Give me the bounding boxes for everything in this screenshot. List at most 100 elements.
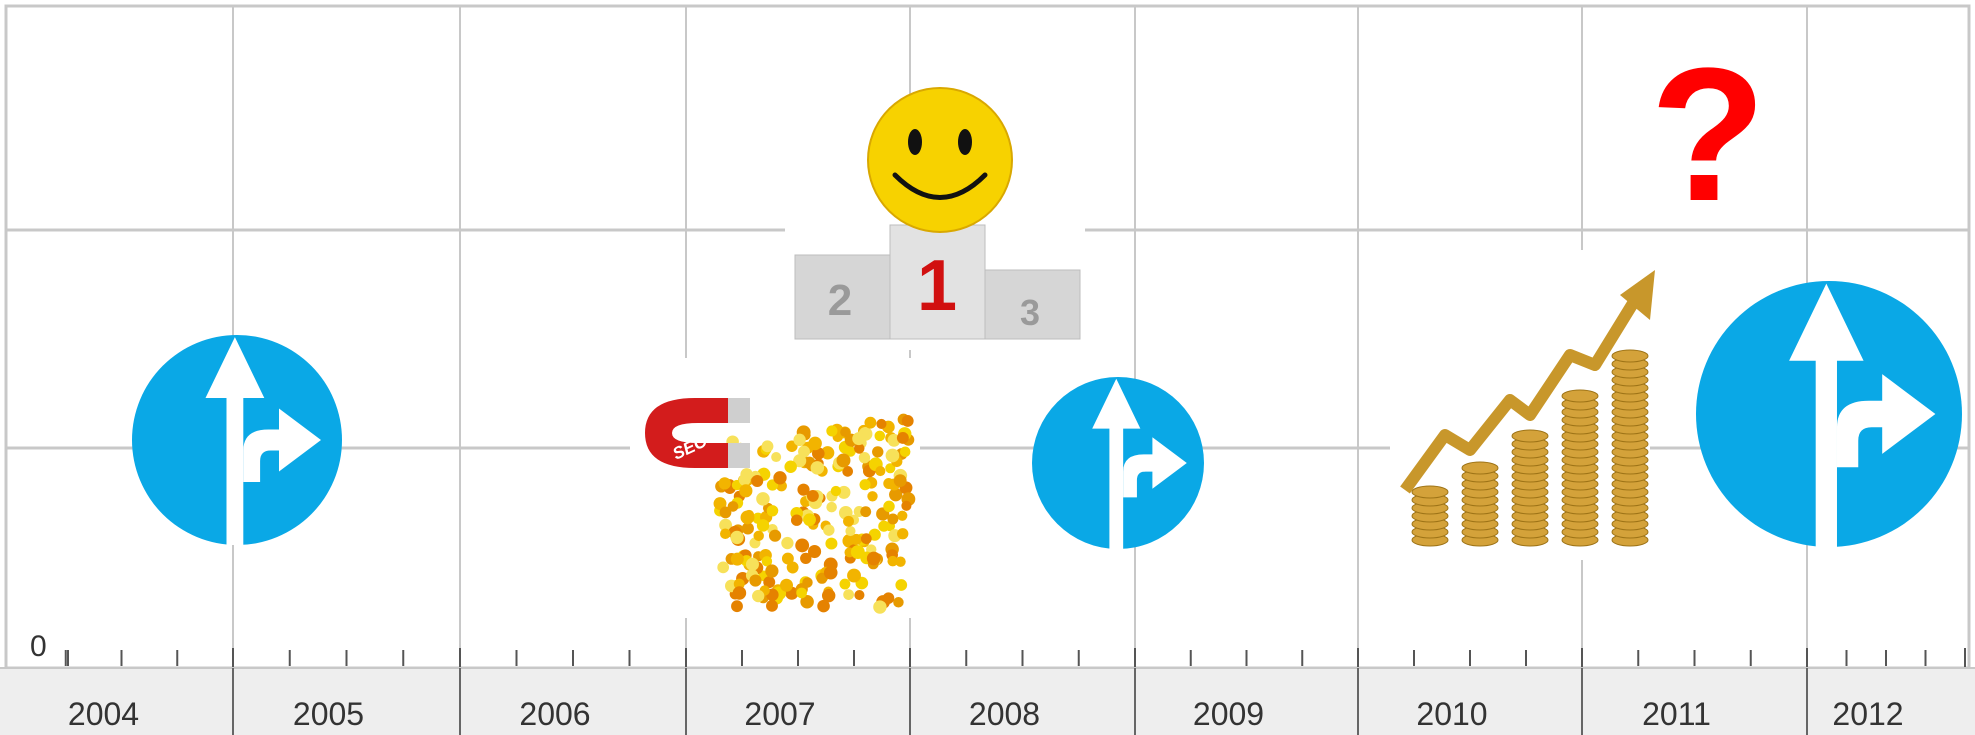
crowd-person (741, 522, 754, 535)
crowd-person (766, 599, 778, 612)
crowd-person (786, 561, 799, 574)
smiley-face (867, 87, 1013, 233)
crowd-person (780, 578, 793, 592)
crowd-person (800, 552, 812, 565)
crowd-person (850, 533, 862, 545)
growth-coins-icon (1390, 250, 1655, 560)
crowd-person (730, 530, 744, 545)
year-label-2008: 2008 (969, 696, 1040, 732)
crowd-person (889, 488, 903, 502)
crowd-person (887, 555, 899, 567)
crowd-person (875, 466, 886, 477)
crowd-person (843, 589, 854, 600)
crowd-person (873, 600, 887, 614)
crowd-person (740, 510, 755, 525)
crowd-person (842, 466, 853, 477)
crowd-person (883, 500, 895, 513)
crowd-person (845, 446, 856, 457)
crowd-person (733, 578, 745, 590)
crowd-person (797, 483, 810, 496)
crowd-person (826, 425, 838, 437)
year-label-2011: 2011 (1642, 696, 1711, 732)
crowd-person (731, 600, 743, 613)
crowd-person (806, 489, 819, 502)
podium-place-1: 1 (917, 246, 957, 326)
year-label-2007: 2007 (744, 696, 815, 732)
crowd-person (854, 589, 865, 601)
magnet-pole-bottom (728, 443, 750, 468)
crowd-person (885, 448, 900, 463)
crowd-person (872, 446, 884, 458)
right-arrow (1123, 437, 1187, 498)
crowd-person (840, 427, 851, 438)
crowd-person (808, 436, 822, 451)
crowd-person (768, 529, 782, 542)
crowd-person (761, 440, 774, 453)
crowd-person (773, 471, 787, 485)
crowd-person (885, 463, 896, 474)
crowd-person (847, 568, 861, 583)
crowd-person (720, 528, 731, 539)
crowd-person (781, 552, 794, 565)
crowd-person (781, 536, 794, 550)
crowd-person (732, 586, 747, 600)
year-label-2005: 2005 (293, 696, 364, 732)
crowd-person (766, 505, 779, 517)
crowd-person (858, 451, 871, 464)
crowd-person (793, 433, 806, 447)
crowd-person (830, 485, 842, 497)
crowd-person (860, 533, 872, 545)
crowd-person (807, 544, 822, 559)
crowd-person (756, 519, 770, 532)
crowd-person (895, 579, 908, 591)
crowd-person (771, 452, 782, 463)
crowd-person (719, 518, 732, 532)
crowd-person (821, 588, 836, 603)
crowd-person (874, 430, 886, 442)
crowd-person (866, 551, 881, 566)
seo-magnet-icon: SEO (630, 358, 920, 618)
crowd-person (761, 556, 773, 567)
crowd-person (793, 454, 807, 468)
crowd-person (810, 461, 825, 475)
straight-arrow (205, 337, 265, 545)
crowd-person (798, 445, 810, 458)
magnet-pole-top (728, 398, 750, 423)
question-mark-icon: ? (1650, 29, 1766, 241)
coin (1511, 429, 1549, 443)
coin (1561, 389, 1599, 403)
coin (1611, 349, 1649, 363)
year-label-2010: 2010 (1416, 696, 1487, 732)
crowd-person (739, 484, 753, 498)
crowd-person (899, 446, 911, 458)
crowd-person (860, 506, 872, 518)
crowd-person (717, 561, 730, 574)
crowd-person (896, 431, 909, 444)
crowd-person (727, 501, 739, 512)
direction-sign-2008-icon (1032, 377, 1204, 549)
podium-block-1 (889, 224, 986, 340)
crowd-person (713, 497, 727, 511)
crowd-person (843, 515, 854, 527)
crowd-person (795, 538, 810, 553)
growth-arrow-line (1400, 296, 1641, 494)
right-arrow (1836, 374, 1936, 468)
smiley-eye-left (908, 129, 922, 155)
crowd-person (784, 460, 797, 474)
crowd-person (901, 415, 914, 427)
crowd-person (853, 443, 865, 454)
straight-arrow (1092, 378, 1141, 549)
podium-block-3 (979, 269, 1081, 340)
year-label-2006: 2006 (519, 696, 590, 732)
podium-place-3: 3 (1020, 292, 1040, 333)
crowd-person (895, 556, 906, 567)
crowd-person (749, 574, 762, 587)
crowd-person (893, 474, 907, 488)
crowd-person (803, 513, 816, 527)
coin (1411, 485, 1449, 499)
crowd-person (859, 479, 871, 491)
crowd-person (836, 453, 851, 468)
crowd-person (839, 578, 851, 590)
